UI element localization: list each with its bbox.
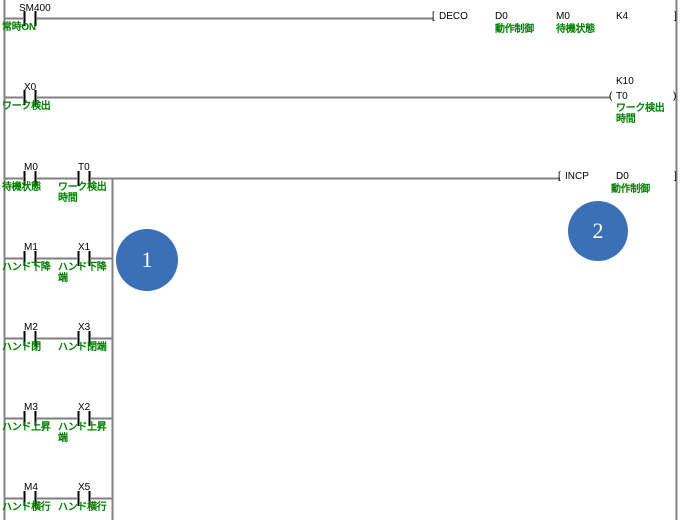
contact-x3-comment: ハンド閉端 bbox=[58, 342, 107, 353]
contact-x1-device: X1 bbox=[78, 242, 91, 253]
contact-x0[interactable] bbox=[23, 90, 37, 105]
rung-2[interactable] bbox=[5, 90, 610, 105]
coil-t0-open-bracket: ( bbox=[609, 91, 613, 102]
contact-t0-comment: ワーク検出時間 bbox=[58, 182, 107, 204]
branch-5[interactable] bbox=[5, 491, 113, 506]
contact-x1[interactable] bbox=[77, 251, 91, 266]
coil-t0-close-bracket: ) bbox=[673, 91, 677, 102]
contact-x5-device: X5 bbox=[78, 482, 91, 493]
instruction-incp-operand-0-device[interactable]: D0 bbox=[616, 171, 629, 182]
contact-x3[interactable] bbox=[77, 331, 91, 346]
contact-sm400-comment: 常時ON bbox=[2, 22, 36, 33]
contact-x2[interactable] bbox=[77, 411, 91, 426]
callout-badge-2-label: 2 bbox=[592, 218, 604, 243]
contact-m4-device: M4 bbox=[24, 482, 38, 493]
branch-3[interactable] bbox=[5, 331, 113, 346]
contact-x3-device: X3 bbox=[78, 322, 91, 333]
contact-t0-device: T0 bbox=[78, 162, 90, 173]
instruction-deco-operand-0-device[interactable]: D0 bbox=[495, 11, 508, 22]
branch-2[interactable] bbox=[5, 251, 113, 266]
instruction-deco-operand-2-device[interactable]: K4 bbox=[616, 11, 629, 22]
instruction-deco-operand-0-comment: 動作制御 bbox=[495, 24, 534, 35]
contact-m3-comment: ハンド上昇 bbox=[2, 422, 51, 433]
contact-x2-comment: ハンド上昇端 bbox=[58, 422, 107, 444]
instruction-incp-operand-0-comment: 動作制御 bbox=[611, 184, 650, 195]
contact-m4[interactable] bbox=[23, 491, 37, 506]
contact-m2[interactable] bbox=[23, 331, 37, 346]
instruction-incp-mnemonic[interactable]: INCP bbox=[565, 171, 589, 182]
contact-m1-device: M1 bbox=[24, 242, 38, 253]
instruction-deco-open-bracket: [ bbox=[432, 11, 435, 22]
instruction-incp-open-bracket: [ bbox=[558, 171, 561, 182]
branch-4[interactable] bbox=[5, 411, 113, 426]
callout-badge-2[interactable]: 2 bbox=[568, 201, 628, 261]
contact-x5[interactable] bbox=[77, 491, 91, 506]
contact-m2-comment: ハンド閉 bbox=[2, 342, 41, 353]
contact-m1[interactable] bbox=[23, 251, 37, 266]
rung-3[interactable] bbox=[5, 171, 560, 520]
instruction-deco-close-bracket: ] bbox=[674, 11, 677, 22]
coil-t0-preset[interactable]: K10 bbox=[616, 76, 634, 87]
contact-m0[interactable] bbox=[23, 171, 37, 186]
contact-m1-comment: ハンド下降 bbox=[2, 262, 51, 273]
instruction-deco-operand-1-device[interactable]: M0 bbox=[556, 11, 570, 22]
contact-m0-comment: 待機状態 bbox=[2, 182, 41, 193]
contact-t0[interactable] bbox=[77, 171, 91, 186]
contact-m2-device: M2 bbox=[24, 322, 38, 333]
contact-x2-device: X2 bbox=[78, 402, 91, 413]
coil-t0-device[interactable]: T0 bbox=[616, 91, 628, 102]
contact-m0-device: M0 bbox=[24, 162, 38, 173]
contact-m4-comment: ハンド横行 bbox=[2, 502, 51, 513]
contact-x0-comment: ワーク検出 bbox=[2, 101, 51, 112]
contact-x0-device: X0 bbox=[24, 82, 37, 93]
instruction-incp-close-bracket: ] bbox=[674, 171, 677, 182]
contact-m3-device: M3 bbox=[24, 402, 38, 413]
callout-badge-1-label: 1 bbox=[141, 247, 153, 272]
contact-x1-comment: ハンド下降端 bbox=[58, 262, 107, 284]
coil-t0-comment: ワーク検出時間 bbox=[616, 103, 665, 125]
contact-sm400[interactable] bbox=[23, 11, 37, 26]
instruction-deco-mnemonic[interactable]: DECO bbox=[439, 11, 468, 22]
contact-sm400-device: SM400 bbox=[19, 3, 51, 14]
contact-m3[interactable] bbox=[23, 411, 37, 426]
instruction-deco-operand-1-comment: 待機状態 bbox=[556, 24, 595, 35]
callout-badge-1[interactable]: 1 bbox=[116, 229, 178, 291]
contact-x5-comment: ハンド横行 bbox=[58, 502, 107, 513]
rung-1[interactable] bbox=[5, 11, 433, 26]
